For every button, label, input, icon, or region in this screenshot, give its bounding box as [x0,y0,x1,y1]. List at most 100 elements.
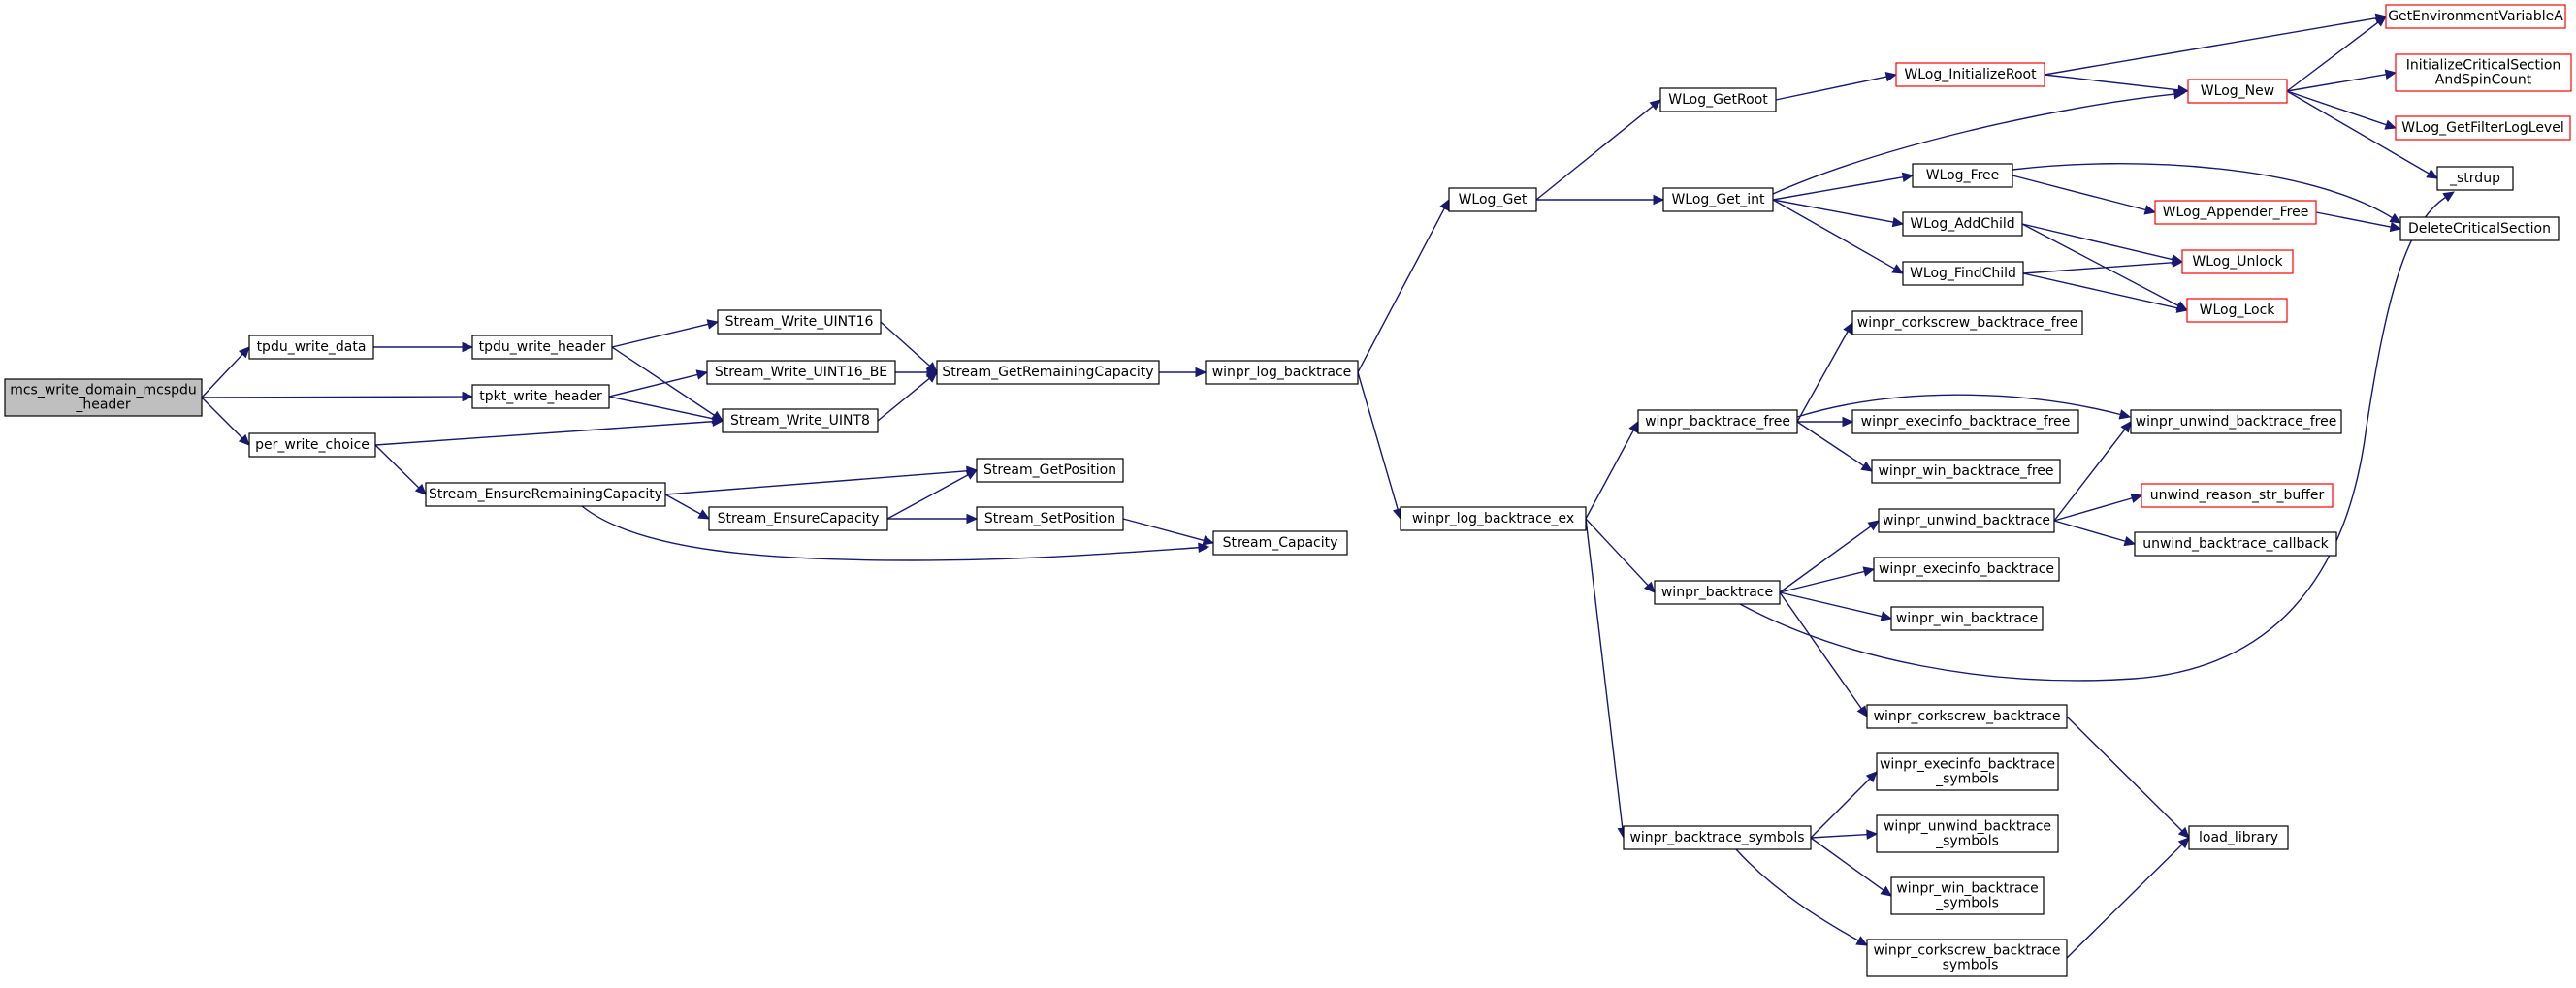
node-del-cs[interactable]: DeleteCriticalSection [2399,216,2560,241]
node-ensure-cap[interactable]: Stream_EnsureCapacity [708,506,888,531]
node-box [471,384,610,409]
node-wlog-new[interactable]: WLog_New [2187,79,2288,104]
node-label: Stream_EnsureCapacity [718,511,880,526]
node-box [2130,409,2342,434]
node-win-free[interactable]: winpr_win_backtrace_free [1871,459,2061,484]
node-bt-free[interactable]: winpr_backtrace_free [1637,409,1798,434]
node-unwind-bt[interactable]: winpr_unwind_backtrace [1878,508,2055,533]
edge-arrowhead [1628,420,1639,433]
node-execinfo-sym[interactable]: winpr_execinfo_backtrace_symbols [1876,752,2059,791]
edge-arrowhead [1843,321,1853,335]
node-strdup[interactable]: _strdup [2436,166,2514,191]
edge-arrowhead [1862,566,1876,577]
edge-arrowhead [2389,221,2402,233]
edge-arrowhead [1202,535,1215,546]
node-log-bt[interactable]: winpr_log_backtrace [1205,360,1359,385]
node-box [706,360,896,385]
node-bt-symbols[interactable]: winpr_backtrace_symbols [1623,825,1812,850]
node-lock[interactable]: WLog_Lock [2186,298,2288,323]
edge-line [880,321,931,367]
node-wlog-addchild[interactable]: WLog_AddChild [1902,211,2023,237]
edge-arrowhead [1653,194,1665,206]
node-wlog-getroot[interactable]: WLog_GetRoot [1659,87,1777,112]
node-w-u8[interactable]: Stream_Write_UINT8 [722,408,879,433]
node-box [2134,531,2337,557]
node-label: WLog_AddChild [1910,216,2014,232]
edge-arrowhead [1891,216,1905,228]
edge-arrowhead [965,469,979,480]
node-get-rem[interactable]: Stream_GetRemainingCapacity [936,360,1160,385]
node-tpdu-data[interactable]: tpdu_write_data [248,335,374,360]
node-mcs[interactable]: mcs_write_domain_mcspdu_header [4,378,203,417]
node-getenv[interactable]: GetEnvironmentVariableA [2385,4,2566,29]
node-appender-free[interactable]: WLog_Appender_Free [2154,200,2317,225]
edge-wlog-new-to-filter [2286,90,2398,130]
node-unwind-free[interactable]: winpr_unwind_backtrace_free [2130,409,2342,434]
edge-line [1772,199,1896,271]
edge-arrowhead [2442,191,2456,203]
node-get-pos[interactable]: Stream_GetPosition [976,458,1124,483]
edge-line [581,505,1201,561]
node-box [976,506,1124,531]
node-label: tpkt_write_header [479,389,602,404]
edge-arrowhead [1880,611,1893,621]
node-unwind-cb[interactable]: unwind_backtrace_callback [2134,531,2337,557]
edge-line [1739,196,2447,682]
edge-arrowhead [2120,421,2132,433]
node-load-library[interactable]: load_library [2188,825,2289,850]
edge-log-bt-ex-to-bt-free [1585,420,1639,520]
edge-wlog-findchild-to-lock [2022,272,2189,313]
node-execinfo-free[interactable]: winpr_execinfo_backtrace_free [1852,409,2079,434]
node-label: mcs_write_domain_mcspdu [10,383,197,398]
node-filter[interactable]: WLog_GetFilterLogLevel [2395,115,2571,141]
node-win-sym[interactable]: winpr_win_backtrace_symbols [1890,876,2045,915]
node-w-u16[interactable]: Stream_Write_UINT16 [717,309,882,335]
node-set-pos[interactable]: Stream_SetPosition [976,506,1124,531]
edge-line [886,473,970,520]
node-bt[interactable]: winpr_backtrace [1654,580,1781,605]
edge-tpdu-header-to-w-u8 [611,346,724,422]
node-box [2181,249,2294,274]
node-tpdu-header[interactable]: tpdu_write_header [471,335,613,360]
edge-arrowhead [1649,99,1661,111]
node-w-u16be[interactable]: Stream_Write_UINT16_BE [706,360,896,385]
node-log-bt-ex[interactable]: winpr_log_backtrace_ex [1400,506,1587,531]
edge-line [374,444,421,490]
edge-line [1357,207,1446,373]
edge-bt-free-to-win-free [1796,421,1874,472]
node-unwind-sym[interactable]: winpr_unwind_backtrace_symbols [1876,814,2059,853]
node-wlog-findchild[interactable]: WLog_FindChild [1902,261,2024,286]
node-label: per_write_choice [255,437,370,453]
node-wlog-get[interactable]: WLog_Get [1448,187,1537,212]
node-per-choice[interactable]: per_write_choice [248,432,376,458]
node-box [1890,876,2045,915]
node-wlog-initroot[interactable]: WLog_InitializeRoot [1895,62,2045,87]
edge-arrowhead [1901,172,1915,182]
edge-wlog-initroot-to-wlog-new [2044,74,2190,96]
edge-log-bt-to-log-bt-ex [1357,371,1403,521]
node-box [1878,508,2055,533]
edge-line [2012,163,2394,219]
node-corkscrew-sym[interactable]: winpr_corkscrew_backtrace_symbols [1866,939,2068,977]
node-box [1912,163,2013,188]
edge-mcs-to-tpkt-header [201,391,474,402]
node-execinfo-bt[interactable]: winpr_execinfo_backtrace [1873,557,2060,582]
edge-arrowhead [1195,367,1208,378]
node-corkscrew-free[interactable]: winpr_corkscrew_backtrace_free [1852,310,2083,335]
node-wlog-get-int[interactable]: WLog_Get_int [1662,187,1774,212]
node-capacity[interactable]: Stream_Capacity [1212,530,1348,556]
edge-bt-symbols-to-unwind-sym [1810,829,1879,840]
edge-arrowhead [2175,303,2189,313]
node-reason[interactable]: unwind_reason_str_buffer [2141,483,2334,508]
node-win-bt[interactable]: winpr_win_backtrace [1890,606,2044,631]
node-wlog-free[interactable]: WLog_Free [1912,163,2013,188]
edge-line [1779,591,1863,711]
node-corkscrew-bt[interactable]: winpr_corkscrew_backtrace [1866,704,2068,729]
node-ensure-rem[interactable]: Stream_EnsureRemainingCapacity [425,482,666,507]
node-tpkt-header[interactable]: tpkt_write_header [471,384,610,409]
node-box [2187,79,2288,104]
node-unlock[interactable]: WLog_Unlock [2181,249,2294,274]
edge-bt-to-unwind-bt [1779,520,1880,593]
edge-wlog-get-to-wlog-getroot [1535,99,1661,201]
